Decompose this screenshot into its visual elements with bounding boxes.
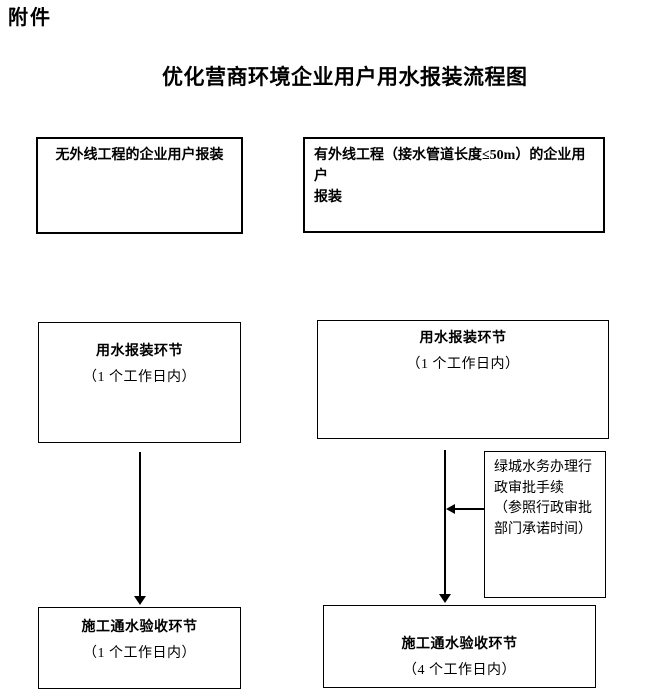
box-right-acceptance-title: 施工通水验收环节 <box>401 637 518 652</box>
box-right-acceptance-duration: （4 个工作日内） <box>403 663 516 678</box>
box-left-acceptance-duration: （1 个工作日内） <box>83 646 196 661</box>
box-no-external-works-start: 无外线工程的企业用户报装 <box>36 137 243 234</box>
box-right-water-application-duration: （1 个工作日内） <box>406 357 520 372</box>
box-left-water-application-title: 用水报装环节 <box>96 344 183 359</box>
arrow-approval-left-head-icon <box>446 504 455 514</box>
box-right-water-application-title: 用水报装环节 <box>419 331 507 346</box>
arrow-left-down-head-icon <box>134 596 146 605</box>
box-no-external-works-label: 无外线工程的企业用户报装 <box>55 148 224 163</box>
box-right-acceptance-step: 施工通水验收环节 （4 个工作日内） <box>323 605 596 688</box>
attachment-label: 附件 <box>8 7 52 29</box>
box-left-water-application-step: 用水报装环节 （1 个工作日内） <box>38 322 241 443</box>
box-left-water-application-duration: （1 个工作日内） <box>83 370 196 385</box>
box-left-acceptance-title: 施工通水验收环节 <box>81 620 198 635</box>
arrow-right-down-line <box>444 450 446 596</box>
box-left-acceptance-step: 施工通水验收环节 （1 个工作日内） <box>38 607 241 689</box>
arrow-left-down-line <box>139 452 141 598</box>
arrow-right-down-head-icon <box>439 594 451 603</box>
arrow-approval-left-line <box>453 508 484 510</box>
box-admin-approval-note: 绿城水务办理行 政审批手续 （参照行政审批 部门承诺时间） <box>484 451 606 598</box>
box-with-external-works-start: 有外线工程（接水管道长度≤50m）的企业用户 报装 <box>303 137 605 233</box>
box-right-water-application-step: 用水报装环节 （1 个工作日内） <box>317 320 609 439</box>
flowchart-title: 优化营商环境企业用户用水报装流程图 <box>162 65 528 89</box>
